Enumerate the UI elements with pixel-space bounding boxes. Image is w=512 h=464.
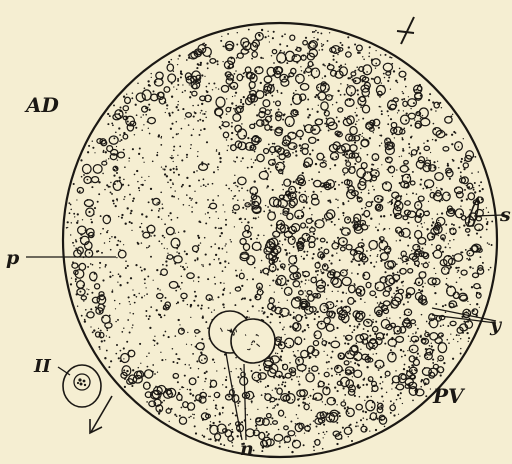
- yolk-stipple: [65, 28, 494, 454]
- label-n: n: [240, 438, 254, 460]
- leader-y-1: [431, 307, 497, 322]
- outline-tick-mark: [396, 16, 415, 45]
- label-s: s: [499, 204, 511, 226]
- polar-body-outer: [62, 364, 102, 408]
- polar-body-chromatin: [76, 378, 87, 387]
- structure-s-shape: [467, 195, 480, 227]
- leader-n-1: [225, 352, 243, 441]
- label-y: y: [489, 314, 503, 336]
- egg-outline: [61, 21, 499, 459]
- leader-ii: [57, 366, 71, 376]
- label-pv: PV: [432, 384, 466, 408]
- label-p: p: [6, 247, 20, 269]
- leader-s: [473, 214, 505, 217]
- leader-lines: [26, 214, 505, 441]
- polar-body-inner: [73, 373, 91, 391]
- label-ii: II: [33, 356, 51, 377]
- arrow-icon: [89, 395, 113, 435]
- nuclei: [208, 310, 276, 364]
- polar-body-ii: [62, 364, 102, 408]
- leader-y-2: [431, 314, 497, 324]
- leader-n-2: [243, 363, 247, 441]
- yolk-vesicles: [71, 31, 485, 449]
- label-ad: AD: [24, 93, 60, 117]
